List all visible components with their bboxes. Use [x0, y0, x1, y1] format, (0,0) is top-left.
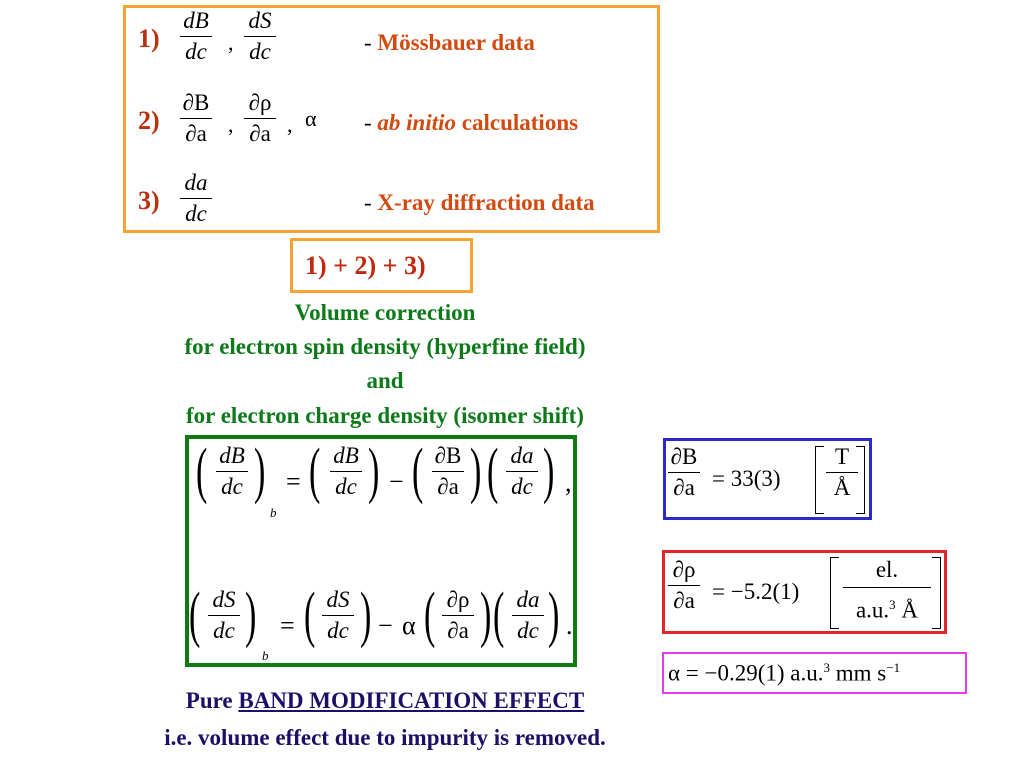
item-3-number: 3)	[138, 186, 160, 215]
minus-sign: −	[378, 611, 393, 640]
left-paren: (	[189, 581, 201, 649]
period: .	[566, 611, 573, 640]
right-paren: )	[245, 581, 257, 649]
left-paren: (	[424, 581, 436, 649]
sum-box	[290, 238, 473, 293]
left-paren: (	[304, 581, 316, 649]
band-correction-equations	[185, 435, 577, 667]
right-paren: )	[543, 437, 555, 505]
subscript-b: b	[270, 505, 277, 520]
right-paren: )	[360, 581, 372, 649]
left-paren: (	[487, 437, 499, 505]
left-bracket	[830, 557, 839, 629]
fraction-partialB-partiala: ∂B∂a	[180, 90, 212, 147]
subscript-b: b	[262, 648, 269, 663]
equals-sign: =	[286, 467, 301, 496]
item-3-description: - X-ray diffraction data	[364, 190, 595, 215]
alpha-value-box	[662, 652, 967, 694]
left-paren: (	[412, 437, 424, 505]
drho-da-value: = −5.2(1)	[712, 579, 800, 604]
right-paren: )	[470, 437, 482, 505]
charge-density-line: for electron charge density (isomer shif…	[186, 403, 584, 428]
item-1-number: 1)	[138, 24, 160, 53]
volume-effect-line: i.e. volume effect due to impurity is re…	[164, 725, 606, 750]
eq2-partialrho-partiala: ∂ρ∂a	[442, 587, 474, 644]
item-2-number: 2)	[138, 106, 160, 135]
right-bracket	[856, 446, 865, 514]
right-paren: )	[368, 437, 380, 505]
comma: ,	[228, 112, 234, 137]
right-paren: )	[254, 437, 266, 505]
dB-da-value: = 33(3)	[712, 466, 781, 491]
sum-label: 1) + 2) + 3)	[305, 251, 426, 280]
band-modification-line: Pure BAND MODIFICATION EFFECT	[185, 688, 585, 713]
right-bracket	[932, 557, 941, 629]
left-paren: (	[493, 581, 505, 649]
right-paren: )	[480, 581, 492, 649]
spin-density-line: for electron spin density (hyperfine fie…	[184, 334, 586, 359]
comma: ,	[228, 30, 234, 55]
eq1-partialB-partiala: ∂B∂a	[432, 443, 464, 500]
comma: ,	[565, 468, 572, 497]
equals-sign: =	[280, 611, 295, 640]
item-1-description: - Mössbauer data	[364, 30, 535, 55]
left-paren: (	[309, 437, 321, 505]
red-unit-fraction: el. a.u.3 Å	[842, 557, 932, 624]
left-bracket	[815, 446, 824, 514]
blue-partialB-partiala: ∂B∂a	[668, 444, 700, 501]
data-sources-box	[123, 5, 660, 233]
and-line: and	[366, 368, 404, 393]
fraction-partialrho-partiala: ∂ρ∂a	[244, 90, 276, 147]
item-2-description: - ab initio calculations	[364, 110, 579, 135]
alpha-symbol: α	[305, 106, 317, 131]
dB-da-value-box	[663, 438, 872, 520]
minus-sign: −	[389, 467, 404, 496]
comma: ,	[287, 112, 293, 137]
alpha-symbol: α	[402, 611, 416, 640]
right-paren: )	[548, 581, 560, 649]
volume-correction-title: Volume correction	[294, 300, 476, 325]
red-partialrho-partiala: ∂ρ∂a	[668, 557, 700, 614]
left-paren: (	[196, 437, 208, 505]
alpha-value: α = −0.29(1) a.u.3 mm s−1	[668, 660, 901, 686]
drho-da-value-box	[662, 550, 947, 634]
